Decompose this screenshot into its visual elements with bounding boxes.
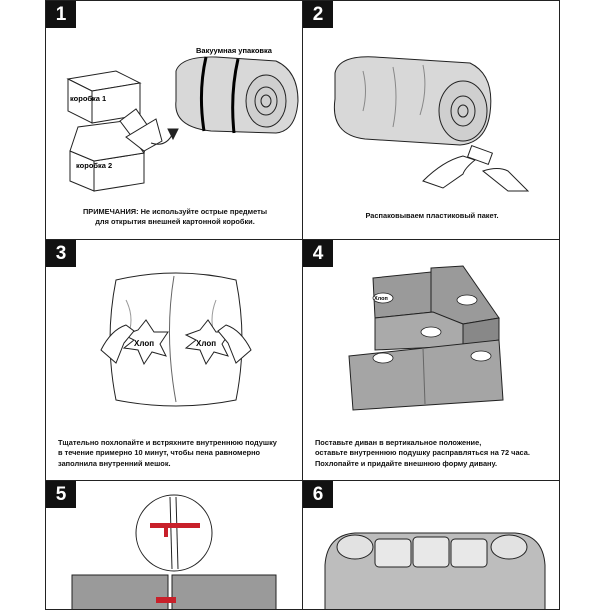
step-1-caption: ПРИМЕЧАНИЯ: Не используйте острые предме… [82, 207, 268, 227]
clap-left-label: Хлоп [134, 339, 154, 348]
clap-label: Хлоп [374, 296, 388, 302]
step-number: 2 [303, 1, 333, 28]
step-1-panel: 1 коробка 1 коробка 2 Вакуум [45, 0, 303, 240]
cushion-drawing [109, 272, 243, 407]
zipper-detail-circle [135, 494, 213, 572]
step-3-caption: Тщательно похлопайте и встряхните внутре… [58, 438, 277, 468]
zipper-pull-icon [150, 523, 200, 537]
box-1-drawing [66, 70, 142, 124]
box-2-label: коробка 2 [76, 161, 112, 170]
step-5-illustration [71, 494, 277, 609]
sofa-upright-drawing [348, 265, 504, 411]
clap-burst-right [184, 319, 231, 366]
vacuum-packaging-label: Вакуумная упаковка [196, 46, 273, 55]
step-number: 1 [46, 1, 76, 28]
box-2-drawing [69, 108, 179, 192]
step-1-illustration: коробка 1 коробка 2 Вакуумная упаковка [66, 46, 299, 192]
sofa-modules-drawing [71, 574, 277, 609]
step-5-panel: 5 [45, 480, 303, 610]
step-2-caption: Распаковываем пластиковый пакет. [365, 211, 499, 220]
hands-cutting-drawing [422, 144, 530, 192]
clap-burst-left [122, 319, 169, 366]
step-number: 3 [46, 240, 76, 267]
step-number: 4 [303, 240, 333, 267]
step-6-panel: 6 [302, 480, 560, 610]
step-3-illustration: Хлоп Хлоп [100, 272, 252, 407]
vacuum-roll-drawing [175, 56, 299, 134]
step-3-panel: 3 Хлоп Хлоп Тщательно похлопайте и встря… [45, 239, 303, 481]
box-1-label: коробка 1 [70, 94, 106, 103]
step-4-panel: 4 Хлоп Поставьте диван в вертикальное по… [302, 239, 560, 481]
step-2-panel: 2 Распаковываем пластиковый пакет. [302, 0, 560, 240]
unrolled-bag-drawing [333, 56, 492, 146]
hands-drawing [100, 324, 252, 364]
step-4-illustration: Хлоп [348, 265, 504, 411]
step-2-illustration [333, 56, 530, 192]
step-6-illustration [324, 532, 546, 609]
step-4-caption: Поставьте диван в вертикальное положение… [315, 438, 530, 468]
step-number: 6 [303, 481, 333, 508]
step-number: 5 [46, 481, 76, 508]
assembled-sofa-drawing [324, 532, 546, 609]
clap-markers [372, 292, 492, 364]
clap-right-label: Хлоп [196, 339, 216, 348]
